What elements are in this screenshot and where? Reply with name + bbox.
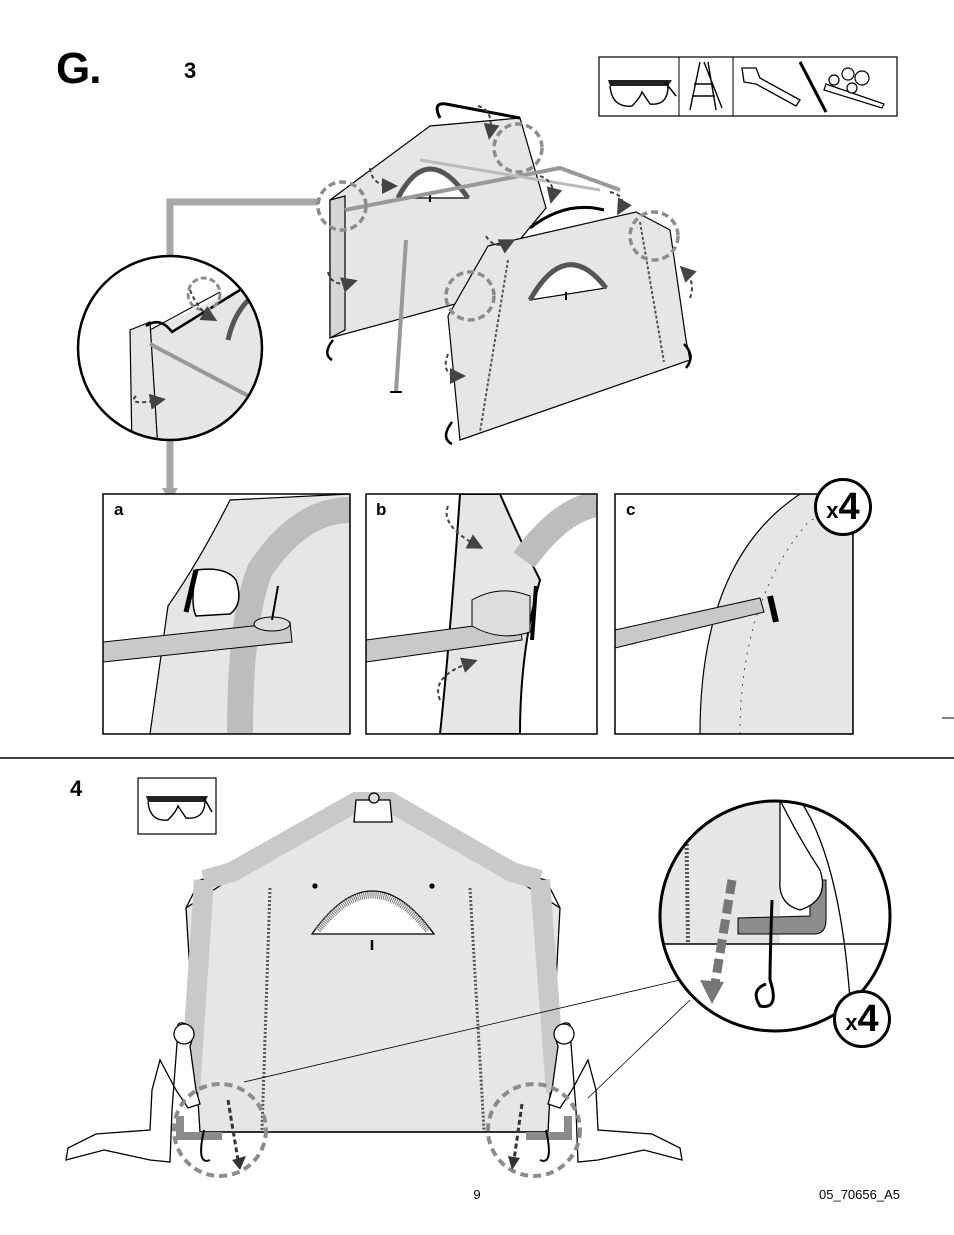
detail-panel-c: [615, 494, 853, 734]
zoom-detail-circle: [78, 256, 300, 450]
quantity-count: 4: [839, 486, 860, 529]
quantity-count: 4: [858, 998, 879, 1041]
shed-frame-illustration: [327, 104, 690, 444]
shed-front-illustration: [186, 793, 560, 1132]
detail-panel-b: [366, 494, 597, 734]
page-number: 9: [460, 1187, 494, 1202]
panel-b-label: b: [376, 500, 386, 520]
tools-box-step4: [138, 778, 216, 834]
kneeling-person-right: [548, 1023, 682, 1162]
quantity-x: x: [826, 498, 838, 524]
tools-box-step3: [599, 57, 897, 116]
panel-a-label: a: [114, 500, 123, 520]
panel-c-label: c: [626, 500, 635, 520]
detail-panel-a: [103, 494, 350, 734]
kneeling-person-left: [66, 1023, 200, 1162]
document-code: 05_70656_A5: [800, 1187, 900, 1202]
quantity-x: x: [845, 1010, 857, 1036]
